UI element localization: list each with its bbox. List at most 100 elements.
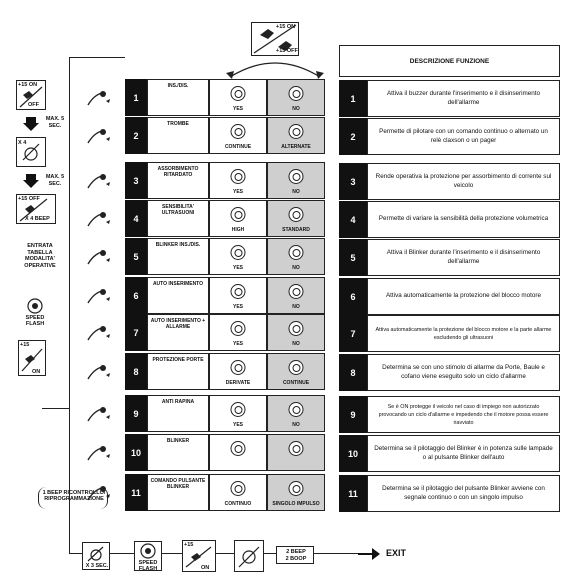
- flash-button-icon: [230, 86, 246, 101]
- flash-button-icon: [230, 169, 246, 184]
- toggle-off-label: +15 OFF: [276, 48, 298, 54]
- ignition-toggle-icon: +15 ON +15 OFF: [251, 22, 299, 56]
- option-off-cell: NO: [267, 314, 325, 351]
- description-number: 2: [339, 118, 367, 155]
- row-number: 5: [125, 238, 147, 275]
- key-press-icon: [86, 405, 110, 428]
- key-press-icon: [86, 127, 110, 150]
- option-flash-cell: [209, 434, 267, 471]
- flash-button-icon: [230, 284, 246, 299]
- function-cell: COMANDO PULSANTE BLINKER: [147, 474, 209, 511]
- description-text: Permette di pilotare con un comando cont…: [367, 118, 560, 155]
- description-text: Attiva il Blinker durante l'inserimento …: [367, 239, 560, 276]
- off-button-icon: [288, 481, 304, 496]
- key-press-footer-icon: X 3 SEC.: [82, 542, 110, 570]
- function-label: COMANDO PULSANTE BLINKER: [150, 478, 206, 490]
- description-number: 10: [339, 435, 367, 472]
- flash-button-icon: [230, 207, 246, 222]
- option-off-label: NO: [292, 265, 300, 271]
- speed-flash-footer-icon: SPEED FLASH: [134, 541, 162, 572]
- option-off-cell: ALTERNATE: [267, 117, 325, 154]
- description-text: Determina se con uno stimolo di allarme …: [367, 354, 560, 391]
- key-press-icon: [86, 363, 110, 386]
- option-off-label: NO: [292, 189, 300, 195]
- description-text: Determina se il pilotaggio del pulsante …: [367, 475, 560, 512]
- toggle-on-label: +15 ON: [276, 24, 296, 30]
- option-off-cell: NO: [267, 238, 325, 275]
- description-number: 3: [339, 163, 367, 200]
- ignition-plus15-step-icon: +15 ON: [18, 340, 46, 376]
- ignition-on-footer-icon: +15 ON: [182, 540, 216, 572]
- option-flash-cell: CONTINUE: [209, 117, 267, 154]
- function-label: INS./DIS.: [167, 83, 189, 89]
- option-off-label: SINGOLO IMPULSO: [272, 501, 320, 507]
- row-number: 3: [125, 162, 147, 199]
- wait-label-1: MAX. 5 SEC.: [45, 116, 65, 129]
- option-flash-cell: HIGH: [209, 200, 267, 237]
- option-flash-cell: DERIVATE: [209, 353, 267, 390]
- option-flash-cell: YES: [209, 238, 267, 275]
- description-number: 6: [339, 278, 367, 315]
- description-number: 1: [339, 80, 367, 117]
- row-number: 2: [125, 117, 147, 154]
- off-button-icon: [288, 207, 304, 222]
- row-number: 8: [125, 353, 147, 390]
- off-button-icon: [288, 284, 304, 299]
- flash-button-icon: [230, 481, 246, 496]
- option-row: 8 PROTEZIONE PORTE DERIVATE CONTINUE: [125, 353, 325, 390]
- description-text: Attiva automaticamente la protezione del…: [367, 278, 560, 315]
- description-text: Determina se il pilotaggio del Blinker è…: [367, 435, 560, 472]
- description-text: Permette di variare la sensibilità della…: [367, 201, 560, 238]
- description-number: 5: [339, 239, 367, 276]
- row-number: 10: [125, 434, 147, 471]
- key-turn-step-icon: X 4: [16, 137, 46, 167]
- function-cell: INS./DIS.: [147, 79, 209, 116]
- function-label: PROTEZIONE PORTE: [152, 357, 204, 363]
- option-off-cell: SINGOLO IMPULSO: [267, 474, 325, 511]
- description-text: Se è ON protegge il veicolo nel caso di …: [367, 396, 560, 433]
- off-button-icon: [288, 124, 304, 139]
- option-off-cell: STANDARD: [267, 200, 325, 237]
- function-cell: AUTO INSERIMENTO: [147, 277, 209, 314]
- function-cell: ASSORBIMENTO RITARDATO: [147, 162, 209, 199]
- off-button-icon: [288, 441, 304, 456]
- option-off-cell: CONTINUE: [267, 353, 325, 390]
- exit-arrow-icon: [358, 548, 380, 560]
- off-button-icon: [288, 321, 304, 336]
- function-cell: BLINKER INS./DIS.: [147, 238, 209, 275]
- function-label: AUTO INSERIMENTO: [152, 281, 204, 287]
- option-flash-label: HIGH: [231, 227, 245, 233]
- option-flash-cell: YES: [209, 79, 267, 116]
- option-off-label: CONTINUE: [282, 380, 310, 386]
- row-number: 11: [125, 474, 147, 511]
- function-cell: SENSIBILITA' ULTRASUONI: [147, 200, 209, 237]
- beep-boop-indicator: 2 BEEP 2 BOOP: [276, 546, 314, 564]
- down-arrow-icon: [23, 117, 39, 131]
- option-off-cell: NO: [267, 162, 325, 199]
- option-flash-cell: CONTINUO: [209, 474, 267, 511]
- off-button-icon: [288, 169, 304, 184]
- function-cell: TROMBE: [147, 117, 209, 154]
- function-label: TROMBE: [167, 121, 189, 127]
- function-cell: PROTEZIONE PORTE: [147, 353, 209, 390]
- flash-button-icon: [230, 360, 246, 375]
- key-press-icon: [86, 484, 110, 507]
- option-off-cell: NO: [267, 395, 325, 432]
- key-press-icon: [86, 89, 110, 112]
- description-number: 9: [339, 396, 367, 433]
- flash-button-icon: [230, 245, 246, 260]
- flash-button-icon: [230, 124, 246, 139]
- option-flash-label: YES: [232, 341, 243, 347]
- ignition-off-step-icon: +15 OFF X 4 BEEP: [16, 194, 56, 224]
- flash-button-icon: [230, 321, 246, 336]
- description-text: Attiva automaticamente la protezione del…: [367, 315, 560, 352]
